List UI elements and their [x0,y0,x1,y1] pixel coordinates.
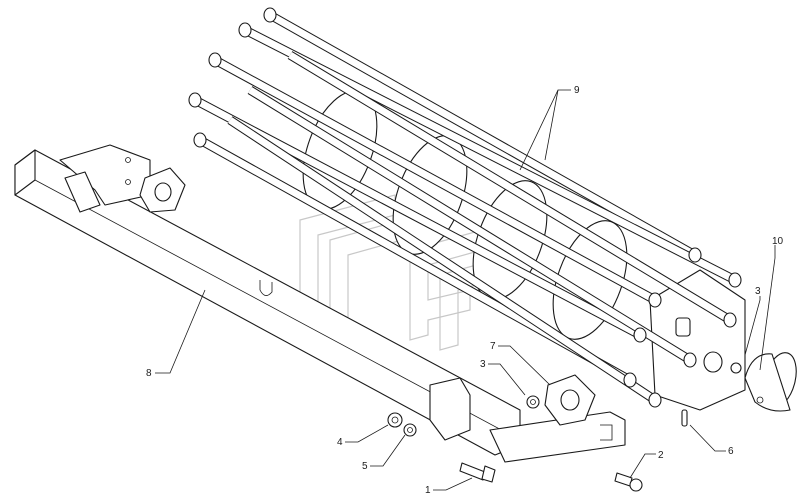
callout-labels: 9 10 3 8 7 3 4 5 1 2 6 [146,85,784,496]
bolt-1 [459,462,496,483]
callout-1: 1 [425,485,431,496]
callout-7: 7 [490,341,496,352]
callout-10: 10 [772,236,784,247]
callout-3-lower: 3 [480,359,486,370]
leader-lines [155,89,776,491]
pin-6 [681,409,688,427]
frame-beam [14,144,626,463]
bolt-2 [614,472,643,492]
callout-9: 9 [574,85,580,96]
flange-bearing-7 [544,374,596,426]
nut-3 [526,395,540,409]
callout-8: 8 [146,368,152,379]
nut-4 [387,412,403,428]
callout-2: 2 [658,450,664,461]
roller-cage [188,7,746,411]
nut-3-upper [730,362,742,374]
tube-end-caps [188,7,742,408]
washer-5 [403,423,417,437]
callout-3-upper: 3 [755,286,761,297]
callout-4: 4 [337,437,343,448]
callout-5: 5 [362,461,368,472]
roller-tubes [192,11,738,404]
callout-6: 6 [728,446,734,457]
ring-10 [744,352,797,412]
